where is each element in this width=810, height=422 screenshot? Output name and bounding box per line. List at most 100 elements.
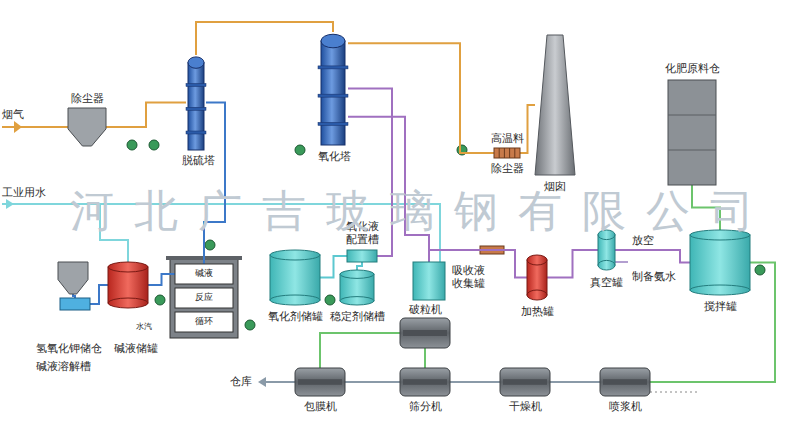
hx-shape — [494, 148, 520, 158]
equipment-node: 包膜机 — [295, 368, 345, 396]
tower-shape — [186, 57, 206, 150]
equipment-node: 化肥原料仓 — [668, 80, 716, 185]
equipment-node: 碱液溶解槽 — [60, 298, 90, 310]
equipment-node: 碱液储罐 — [108, 262, 148, 308]
equipment-graphic — [58, 262, 88, 294]
machine-shape — [600, 368, 650, 396]
pipe-connector — [204, 103, 225, 265]
machine-shape — [500, 368, 550, 396]
tank-shape — [340, 270, 374, 305]
pipe-connector — [90, 285, 108, 304]
equipment-label: 高温料 — [491, 132, 524, 145]
equipment-label: 喷浆机 — [609, 400, 642, 413]
equipment-graphic — [295, 368, 345, 396]
silo-shape — [668, 80, 716, 185]
equipment-node: 喷浆机 — [600, 368, 650, 396]
equipment-node: 氢氧化钾储仓 — [58, 262, 88, 294]
inner-shape — [175, 264, 233, 284]
valve-symbol — [6, 199, 14, 209]
inner-shape — [175, 288, 233, 308]
equipment-node: 氧化液配置槽 — [347, 250, 377, 262]
flow-note: 仓库 — [230, 375, 252, 388]
equipment-graphic — [400, 368, 450, 396]
equipment-graphic — [527, 255, 547, 300]
pipe-connector — [73, 294, 75, 298]
compartment-label: 碱液 — [195, 268, 213, 279]
pipe-connector — [357, 262, 362, 270]
equipment-node: 稳定剂储槽 — [340, 270, 374, 305]
equipment-graphic — [270, 250, 320, 305]
equipment-graphic — [108, 262, 148, 308]
equipment-node: 氧化塔 — [318, 32, 348, 145]
equipment-graphic — [400, 318, 450, 348]
pipe-connector — [345, 381, 400, 383]
equipment-label: 吸收液收集罐 — [452, 264, 488, 290]
compartment-label: 循环 — [195, 316, 213, 327]
flow-note: 放空 — [632, 234, 654, 247]
tank-shape — [690, 230, 750, 295]
hopper-shape — [58, 262, 88, 294]
equipment-graphic — [186, 55, 206, 150]
equipment-graphic — [413, 262, 445, 300]
equipment-graphic — [535, 35, 575, 175]
stack-shape — [535, 35, 575, 175]
tank-shape — [270, 250, 320, 305]
pipe-connector — [424, 348, 426, 368]
equipment-label: 除尘器 — [491, 162, 524, 175]
machine-shape — [400, 368, 450, 396]
tank-compartment: 循环 — [175, 312, 233, 332]
valve-symbol — [14, 121, 22, 133]
equipment-node: 高温料除尘器 — [494, 148, 520, 158]
equipment-graphic — [60, 298, 90, 310]
equipment-graphic — [494, 148, 520, 158]
equipment-label: 脱硫塔 — [182, 154, 215, 167]
equipment-node: 除尘器 — [68, 108, 106, 146]
equipment-graphic — [500, 368, 550, 396]
equipment-label: 破粒机 — [409, 303, 442, 316]
pipe-connector — [148, 274, 175, 285]
box-shape — [413, 262, 445, 300]
flow-note: 水汽 — [136, 322, 152, 332]
pipe-connector — [550, 381, 600, 383]
pipe-connector — [450, 381, 500, 383]
machine-shape — [400, 318, 450, 348]
pipe-connector — [320, 333, 400, 368]
equipment-label: 碱液溶解槽 — [36, 360, 91, 373]
pipe-connector — [547, 250, 598, 278]
equipment-label: 除尘器 — [71, 92, 104, 105]
equipment-label: 氧化塔 — [318, 150, 351, 163]
equipment-graphic — [68, 108, 106, 146]
equipment-label: 筛分机 — [409, 400, 442, 413]
equipment-node: 破粒机 — [400, 318, 450, 348]
pipe-connector — [615, 250, 690, 263]
red-shape — [527, 255, 547, 300]
equipment-label: 氧化剂储罐 — [268, 310, 323, 323]
equipment-graphic — [340, 270, 374, 305]
equipment-graphic — [347, 250, 377, 262]
flow-note: 工业用水 — [2, 186, 46, 199]
equipment-graphic — [600, 368, 650, 396]
equipment-node: 搅拌罐 — [690, 230, 750, 295]
equipment-node: 筛分机 — [400, 368, 450, 396]
arrowhead — [258, 377, 266, 387]
compartment-label: 反应 — [195, 292, 213, 303]
equipment-label: 搅拌罐 — [704, 300, 737, 313]
equipment-label: 包膜机 — [304, 400, 337, 413]
inner-shape — [175, 312, 233, 332]
flow-note: 制备氨水 — [632, 270, 676, 283]
equipment-node: 干燥机 — [500, 368, 550, 396]
equipment-graphic — [318, 32, 348, 145]
equipment-label: 干燥机 — [509, 400, 542, 413]
equipment-label: 加热罐 — [521, 305, 554, 318]
pipe-connector — [196, 22, 333, 55]
pipe-connector — [348, 43, 494, 153]
equipment-node: 加热罐 — [527, 255, 547, 300]
tank-compartment: 碱液 — [175, 264, 233, 284]
equipment-graphic — [690, 230, 750, 295]
vent-line — [615, 261, 628, 263]
equipment-label: 化肥原料仓 — [665, 62, 720, 75]
equipment-graphic — [668, 80, 716, 185]
box-shape — [347, 250, 377, 262]
equipment-node: 烟囱 — [535, 35, 575, 175]
